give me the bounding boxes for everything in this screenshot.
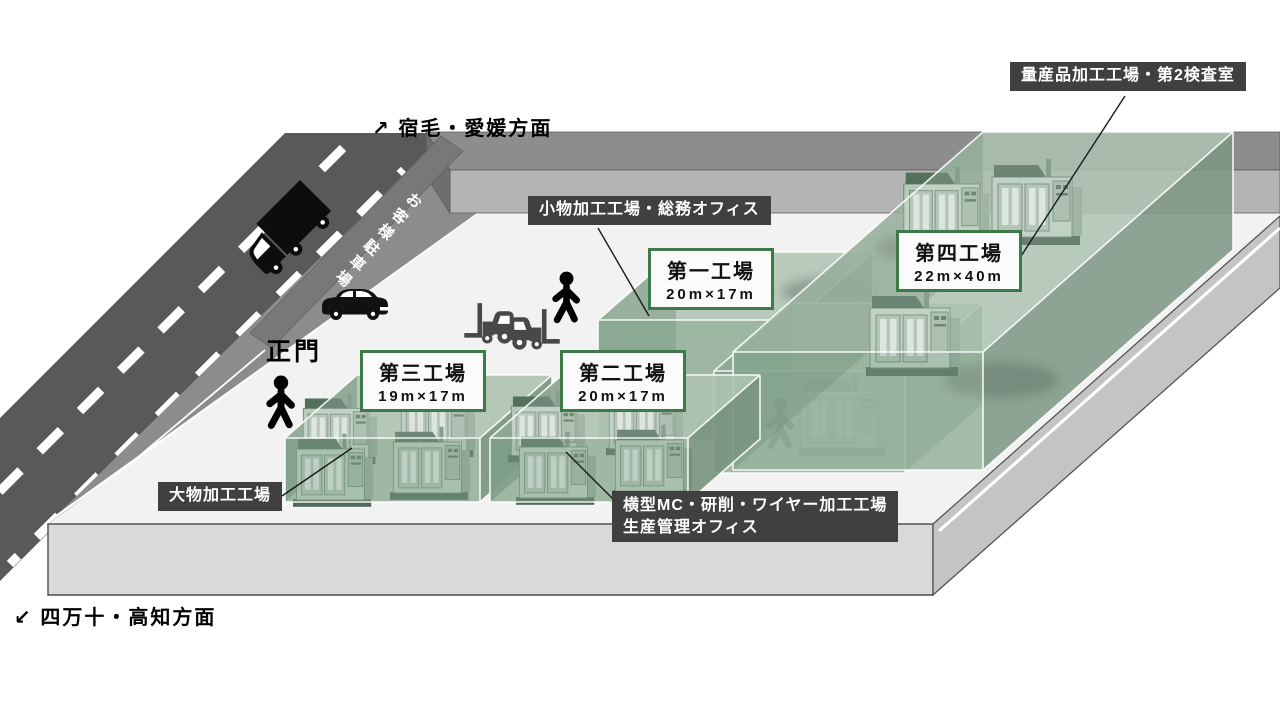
factory-3-size: 19m×17m (378, 388, 468, 405)
annotation-small-parts-office: 小物加工工場・総務オフィス (528, 196, 771, 225)
leader-line-wire-factory (565, 451, 618, 504)
factory-3-label: 第三工場 19m×17m (360, 350, 486, 412)
platform-right-face (932, 215, 1280, 597)
factory-2-name: 第二工場 (579, 363, 667, 385)
leader-line-small-parts (597, 227, 650, 317)
factory-2-label: 第二工場 20m×17m (560, 350, 686, 412)
leader-line-mass-production (1011, 95, 1126, 271)
direction-north-east: ↗ 宿毛・愛媛方面 (372, 118, 553, 140)
factory-3-name: 第三工場 (379, 363, 467, 385)
factory-1-size: 20m×17m (666, 286, 756, 303)
annotation-wire-factory: 横型MC・研削・ワイヤー加工工場 生産管理オフィス (612, 491, 899, 543)
annotation-wire-factory-line1: 横型MC・研削・ワイヤー加工工場 (623, 497, 888, 514)
leader-line-large-parts (281, 447, 353, 497)
factory-building-2 (489, 374, 761, 506)
factory-1-label: 第一工場 20m×17m (648, 248, 774, 310)
direction-south-west: ↙ 四万十・高知方面 (14, 607, 217, 629)
annotation-wire-factory-line2: 生産管理オフィス (623, 518, 759, 536)
factory-2-size: 20m×17m (578, 388, 668, 405)
annotation-mass-production: 量産品加工工場・第2検査室 (1010, 62, 1246, 91)
road-dash-line (6, 166, 408, 568)
leader-lines (281, 95, 1126, 504)
annotation-large-parts: 大物加工工場 (158, 482, 283, 511)
factory-4-label: 第四工場 22m×40m (896, 230, 1022, 292)
factory-4-size: 22m×40m (914, 268, 1004, 285)
factory-1-name: 第一工場 (667, 261, 755, 283)
boundary-wall-roadside (249, 135, 464, 349)
main-gate-label: 正門 (266, 338, 323, 366)
factory-4-name: 第四工場 (915, 243, 1003, 265)
